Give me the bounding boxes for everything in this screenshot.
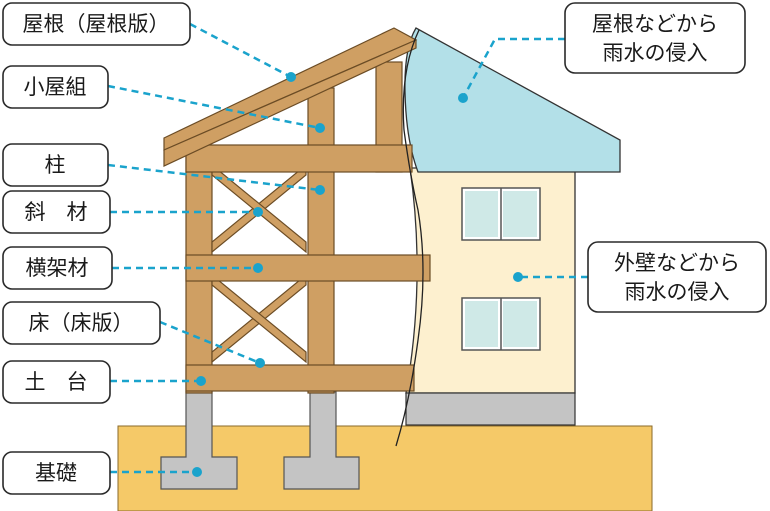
callout-roof-rain: 屋根などから 雨水の侵入 bbox=[564, 2, 746, 74]
callout-wall-rain-line2: 雨水の侵入 bbox=[625, 280, 730, 304]
label-beam-text: 横架材 bbox=[26, 256, 89, 280]
foundation-right bbox=[283, 391, 360, 490]
foundation-left bbox=[160, 391, 238, 490]
label-brace: 斜 材 bbox=[2, 190, 111, 234]
cutaway-line bbox=[395, 29, 424, 447]
label-truss: 小屋組 bbox=[2, 65, 109, 109]
label-foundation-text: 基礎 bbox=[35, 461, 77, 485]
roof-slab-bottom bbox=[163, 39, 417, 167]
label-beam: 横架材 bbox=[2, 246, 113, 290]
callout-roof-rain-line1: 屋根などから bbox=[592, 12, 718, 36]
window-upper bbox=[461, 187, 541, 241]
label-truss-text: 小屋組 bbox=[24, 75, 87, 99]
label-sill-text: 土 台 bbox=[25, 370, 88, 394]
label-roof-text: 屋根（屋根版） bbox=[23, 12, 170, 36]
floor-beam bbox=[185, 364, 415, 392]
label-floor-text: 床（床版） bbox=[29, 311, 134, 335]
label-brace-text: 斜 材 bbox=[25, 200, 88, 224]
callout-wall-rain: 外壁などから 雨水の侵入 bbox=[587, 241, 767, 313]
leader-dots bbox=[192, 72, 523, 477]
label-sill: 土 台 bbox=[2, 360, 111, 404]
callout-wall-rain-line1: 外壁などから bbox=[614, 251, 740, 275]
leader-lines bbox=[107, 22, 588, 474]
timber-frame bbox=[163, 27, 431, 394]
label-column-text: 柱 bbox=[45, 153, 66, 177]
callout-roof-rain-line2: 雨水の侵入 bbox=[603, 41, 708, 65]
wall-base-band bbox=[405, 392, 576, 426]
label-column: 柱 bbox=[2, 143, 109, 187]
label-foundation: 基礎 bbox=[2, 451, 111, 495]
column-middle bbox=[307, 87, 335, 394]
beam-top bbox=[185, 144, 413, 173]
label-roof: 屋根（屋根版） bbox=[2, 2, 191, 46]
label-floor: 床（床版） bbox=[2, 301, 161, 345]
window-lower bbox=[461, 297, 541, 351]
